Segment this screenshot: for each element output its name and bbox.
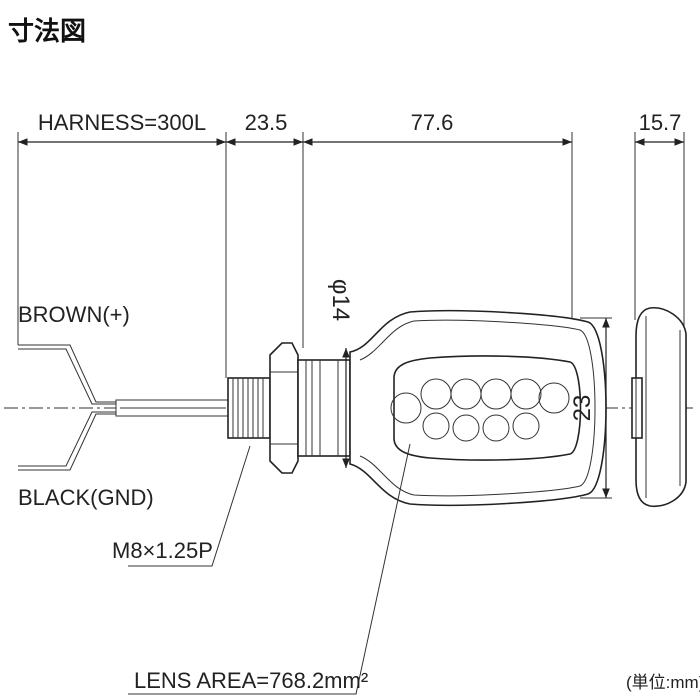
lens-leader (128, 443, 411, 695)
drawing-title: 寸法図 (8, 17, 86, 47)
thread-callout: M8×1.25P (112, 538, 213, 563)
base-length-label: 23.5 (245, 110, 288, 135)
harness-length-label: HARNESS=300L (38, 110, 206, 135)
lens (390, 355, 582, 461)
wire-harness (18, 344, 229, 471)
unit-note: (単位:mm) (626, 673, 700, 692)
hex-nut (269, 342, 299, 474)
side-view (631, 307, 687, 507)
thread-leader (128, 445, 251, 567)
stem-collar (297, 359, 351, 457)
diameter-label: φ14 (327, 279, 354, 321)
width-label: 15.7 (639, 110, 682, 135)
brown-wire-label: BROWN(+) (18, 302, 130, 327)
black-wire-label: BLACK(GND) (18, 485, 154, 510)
body-length-label: 77.6 (411, 110, 454, 135)
height-label: 23 (569, 395, 596, 422)
extension-lines (17, 132, 685, 378)
lens-area-callout: LENS AREA=768.2mm² (134, 668, 368, 693)
threaded-bolt (227, 377, 271, 439)
